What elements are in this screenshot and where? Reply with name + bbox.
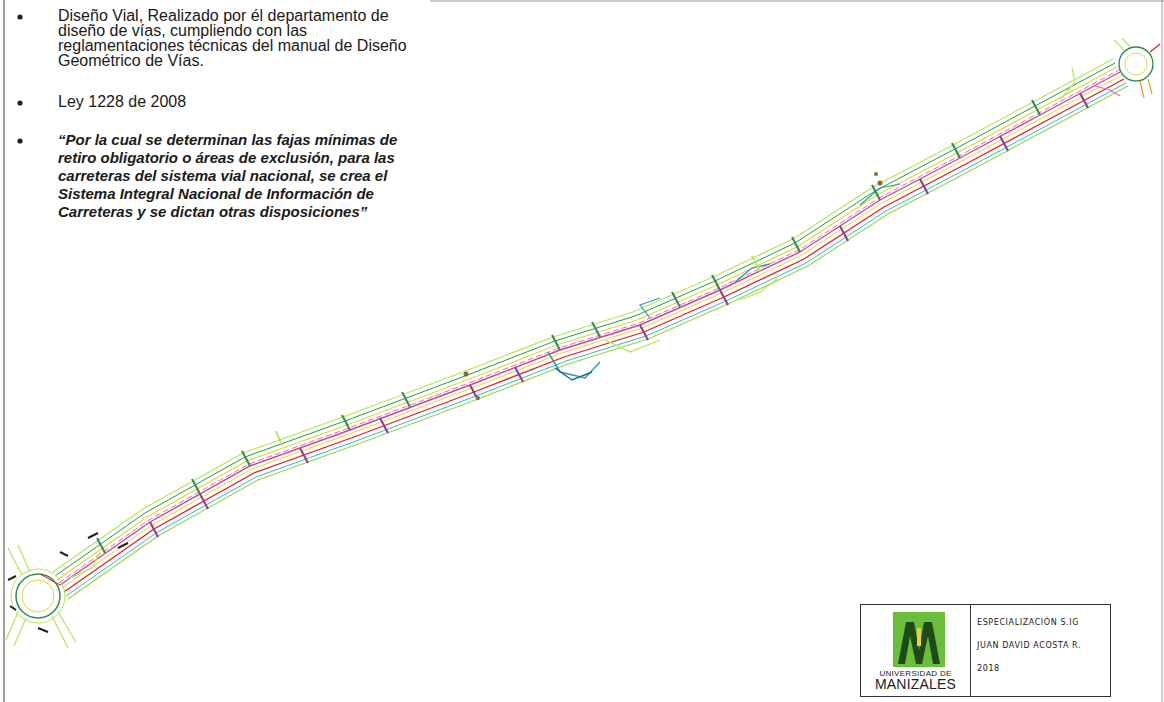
- plan-mark: [1150, 44, 1160, 52]
- plan-mark: [464, 372, 469, 377]
- plan-mark: [1060, 68, 1075, 100]
- plan-mark: [515, 367, 523, 382]
- title-block-text: ESPECIALIZACIÓN S.IG: [977, 618, 1106, 627]
- plan-mark: [640, 325, 648, 340]
- plan-mark: [17, 14, 22, 19]
- plan-mark: [1032, 100, 1040, 115]
- plan-mark: [40, 574, 60, 585]
- plan-mark: [342, 415, 350, 430]
- plan-mark: [840, 226, 848, 241]
- plan-mark: [242, 451, 250, 466]
- plan-mark: [555, 368, 592, 380]
- plan-mark: [430, 1, 1164, 2]
- plan-mark: [952, 143, 960, 158]
- plan-mark: [605, 340, 660, 352]
- plan-mark: [300, 448, 308, 463]
- title-block-cell: ESPECIALIZACIÓN S.IG JUAN DAVID ACOSTA R.…: [970, 604, 1111, 697]
- plan-mark: [8, 576, 16, 580]
- law-quote: “Por la cual se determinan las fajas mín…: [58, 131, 428, 221]
- plan-mark: [920, 179, 928, 194]
- plan-mark: [548, 352, 600, 378]
- plan-mark: [860, 184, 900, 205]
- plan-mark: [38, 628, 48, 632]
- plan-mark: [8, 533, 128, 632]
- plan-mark: [735, 264, 770, 282]
- plan-mark: [88, 533, 98, 538]
- plan-mark: [60, 552, 68, 556]
- plan-mark: [592, 322, 600, 337]
- title-block-text: JUAN DAVID ACOSTA R.: [977, 641, 1106, 650]
- plan-mark: [878, 181, 883, 186]
- plan-mark: [552, 335, 560, 350]
- plan-mark: [6, 612, 26, 646]
- plan-mark: [1114, 38, 1130, 50]
- plan-mark: [192, 479, 200, 494]
- plan-mark: [874, 172, 878, 176]
- plan-mark: [97, 538, 105, 553]
- plan-mark: [17, 138, 22, 143]
- plan-mark: [16, 574, 60, 618]
- plan-mark: [672, 292, 680, 307]
- plan-mark: [8, 545, 30, 575]
- plan-mark: [55, 63, 1115, 576]
- plan-mark: [200, 494, 208, 509]
- logo-cell: UNIVERSIDAD DEMANIZALES: [860, 604, 971, 697]
- plan-mark: [53, 59, 1113, 572]
- plan-mark: [22, 580, 54, 612]
- plan-mark: [11, 569, 65, 623]
- plan-mark: [52, 612, 76, 648]
- plan-mark: [70, 552, 100, 578]
- bullet-text: Diseño Vial, Realizado por él departamen…: [58, 8, 418, 68]
- plan-mark: [872, 185, 880, 200]
- plan-mark: [1125, 53, 1147, 75]
- plan-mark: [893, 612, 945, 667]
- bullet-text: Ley 1228 de 2008: [58, 94, 418, 109]
- plan-mark: [792, 237, 800, 252]
- plan-mark: [720, 290, 728, 305]
- plan-mark: [4, 0, 5, 702]
- plan-mark: [118, 543, 128, 548]
- plan-mark: [59, 70, 1119, 583]
- plan-mark: [276, 431, 282, 446]
- plan-mark: [10, 606, 16, 610]
- plan-mark: [380, 418, 388, 433]
- plan-mark: [640, 298, 660, 318]
- plan-mark: [60, 72, 1120, 585]
- plan-mark: [752, 256, 760, 271]
- plan-mark: [1162, 0, 1163, 702]
- plan-mark: [1119, 47, 1153, 81]
- plan-mark: [1140, 79, 1152, 98]
- plan-mark: [712, 275, 720, 290]
- logo-text: MANIZALES: [863, 676, 968, 692]
- plan-mark: [1000, 136, 1008, 151]
- plan-mark: [917, 628, 921, 646]
- plan-mark: [150, 522, 158, 537]
- plan-mark: [476, 396, 480, 400]
- plan-mark: [740, 278, 778, 300]
- plan-mark: [898, 622, 940, 664]
- plan-mark: [402, 392, 410, 407]
- plan-mark: [1080, 93, 1088, 108]
- plan-mark: [1095, 86, 1120, 96]
- plan-mark: [17, 100, 22, 105]
- title-block-text: 2018: [977, 664, 1106, 673]
